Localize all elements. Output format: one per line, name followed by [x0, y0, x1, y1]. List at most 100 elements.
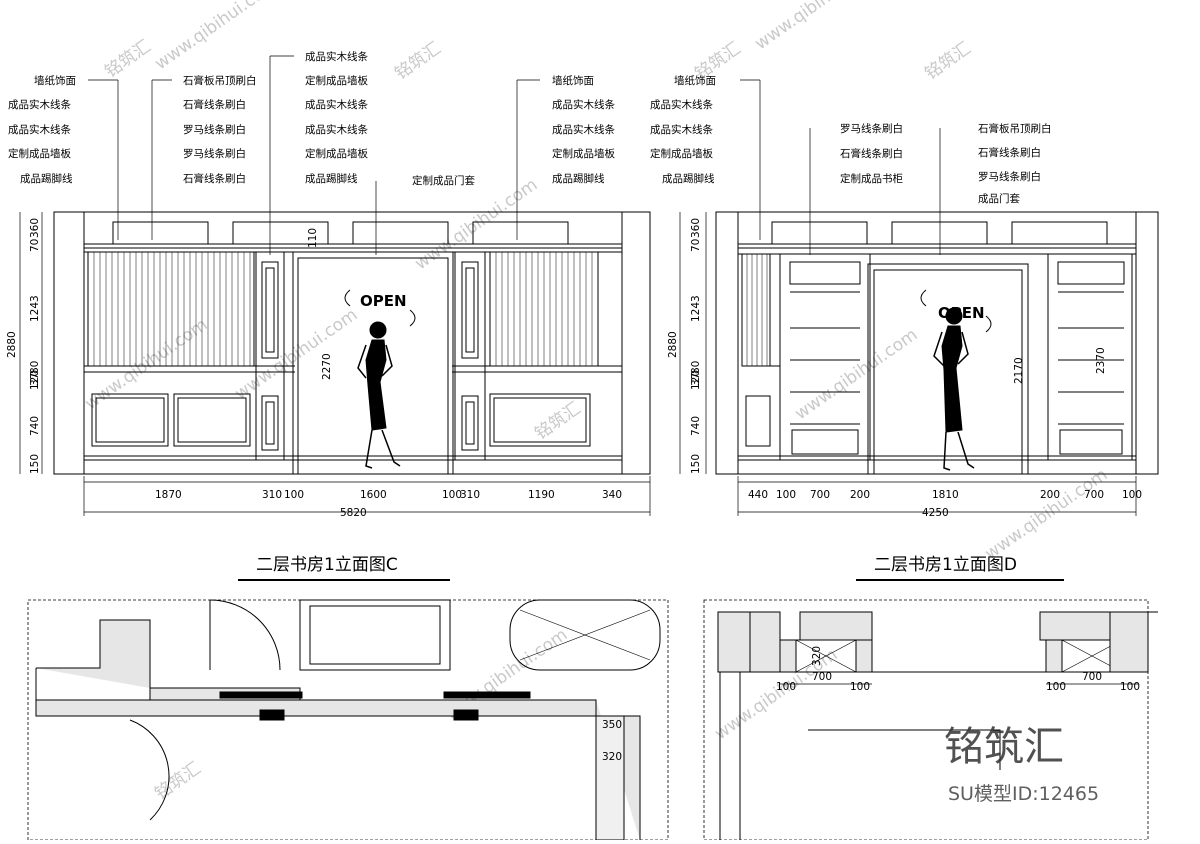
callout-label: 成品踢脚线 [552, 172, 605, 185]
dimension-v: 80 [29, 361, 41, 374]
callout-label: 墙纸饰面 [552, 74, 594, 87]
callout-label: 石膏线条刷白 [183, 172, 246, 185]
callout-label: 石膏线条刷白 [183, 98, 246, 111]
callout-label: 成品实木线条 [305, 98, 368, 111]
callout-label: 成品实木线条 [650, 98, 713, 111]
plan-d-labels: 320 100 700 100 100 700 100 [776, 646, 1140, 693]
dimension-v: 360 [690, 218, 702, 238]
dimension-v: 70 [29, 239, 41, 252]
dimension-h: 1600 [360, 489, 387, 501]
open-sign: OPEN [360, 292, 407, 310]
callout-label: 成品实木线条 [8, 98, 71, 111]
dimension-h: 340 [602, 489, 622, 501]
watermark-url: www.qibihui.com [751, 0, 881, 54]
dimension-h: 200 [850, 489, 870, 501]
door-height-dim: 2270 [321, 353, 333, 380]
callout-label: 石膏板吊顶刷白 [978, 122, 1052, 135]
elevation-c-labels: 墙纸饰面 成品实木线条 成品实木线条 定制成品墙板 成品踢脚线 石膏板吊顶刷白 … [6, 50, 622, 575]
callout-label: 定制成品墙板 [8, 147, 71, 160]
dimension-v: 150 [690, 454, 702, 474]
dimension-h: 1870 [155, 489, 182, 501]
dimension-v: 360 [29, 218, 41, 238]
dimension-h: 320 [602, 751, 622, 763]
callout-label: 墙纸饰面 [674, 74, 716, 87]
dimension-h: 200 [1040, 489, 1060, 501]
callout-label: 定制成品门套 [412, 174, 475, 187]
callout-label: 石膏板吊顶刷白 [183, 74, 257, 87]
dimension-total-v: 2880 [667, 331, 679, 358]
dimension-h: 100 [776, 681, 796, 693]
elevation-d [679, 79, 1159, 581]
callout-label: 定制成品书柜 [840, 172, 903, 185]
dimension-h: 100 [850, 681, 870, 693]
plan-c-labels: 350 320 [602, 719, 622, 763]
watermark-model-id: SU模型ID:12465 [948, 783, 1099, 805]
callout-label: 石膏线条刷白 [978, 146, 1041, 159]
dimension-total-v: 2880 [6, 331, 18, 358]
callout-label: 定制成品墙板 [305, 74, 368, 87]
dimension-v: 150 [29, 454, 41, 474]
watermark-url: www.qibihui.com [231, 305, 361, 404]
dimension-h: 100 [776, 489, 796, 501]
dimension-h: 100 [1046, 681, 1066, 693]
dimension-h: 440 [748, 489, 768, 501]
watermark-brand: 铭筑汇 [151, 758, 204, 804]
callout-label: 成品踢脚线 [662, 172, 715, 185]
callout-label: 罗马线条刷白 [183, 147, 246, 160]
figure-silhouette [933, 307, 975, 471]
dimension-v: 120 [690, 370, 702, 390]
callout-label: 成品踢脚线 [20, 172, 73, 185]
dimension-total-h: 4250 [922, 507, 949, 519]
dimension-h: 100 [442, 489, 462, 501]
dimension-v: 80 [690, 361, 702, 374]
dimension-v: 740 [29, 416, 41, 436]
callout-label: 罗马线条刷白 [840, 122, 903, 135]
callout-label: 罗马线条刷白 [183, 123, 246, 136]
cabinet-height-dim: 2370 [1095, 347, 1107, 374]
elevation-d-outline [715, 211, 1159, 475]
callout-label: 定制成品墙板 [305, 147, 368, 160]
dimension-total-h: 5820 [340, 507, 367, 519]
watermark-big: 铭筑汇 [944, 724, 1064, 770]
dimension-v: 320 [811, 646, 823, 666]
watermark-url: www.qibihui.com [791, 325, 921, 424]
dimension-v: 1243 [690, 295, 702, 322]
callout-label: 罗马线条刷白 [978, 170, 1041, 183]
dimension-h: 100 [1120, 681, 1140, 693]
dimension-h: 700 [1084, 489, 1104, 501]
dimension-h: 1190 [528, 489, 555, 501]
dimension-v: 740 [690, 416, 702, 436]
dimension-h: 700 [810, 489, 830, 501]
watermark-url: www.qibihui.com [411, 175, 541, 274]
dimension-h: 1810 [932, 489, 959, 501]
watermark-url: www.qibihui.com [81, 315, 211, 414]
dimension-h: 700 [1082, 671, 1102, 683]
plan-c [27, 599, 669, 841]
dimension-v: 37 [690, 373, 702, 386]
dimension-h: 100 [284, 489, 304, 501]
drawing-title-c: 二层书房1立面图C [256, 555, 398, 575]
plan-d [703, 599, 1158, 841]
callout-label: 成品实木线条 [552, 123, 615, 136]
callout-label: 定制成品墙板 [650, 147, 713, 160]
dimension-h: 310 [460, 489, 480, 501]
dimension-h: 100 [1122, 489, 1142, 501]
callout-label: 墙纸饰面 [34, 74, 76, 87]
door-top-dim: 110 [307, 228, 319, 248]
callout-label: 成品实木线条 [305, 50, 368, 63]
callout-label: 定制成品墙板 [552, 147, 615, 160]
callout-label: 成品实木线条 [650, 123, 713, 136]
callout-label: 成品实木线条 [552, 98, 615, 111]
watermark-url: www.qibihui.com [151, 0, 281, 74]
callout-label: 成品实木线条 [305, 123, 368, 136]
watermark-stamp: 铭筑汇 SU模型ID:12465 [944, 724, 1099, 805]
door-height-dim: 2170 [1013, 357, 1025, 384]
elevation-c-outline [53, 211, 651, 475]
dimension-h: 700 [812, 671, 832, 683]
callout-label: 成品门套 [978, 192, 1020, 205]
callout-label: 成品实木线条 [8, 123, 71, 136]
dimension-v: 70 [690, 239, 702, 252]
watermark-brand: 铭筑汇 [101, 36, 154, 82]
watermark-url: www.qibihui.com [981, 465, 1111, 564]
